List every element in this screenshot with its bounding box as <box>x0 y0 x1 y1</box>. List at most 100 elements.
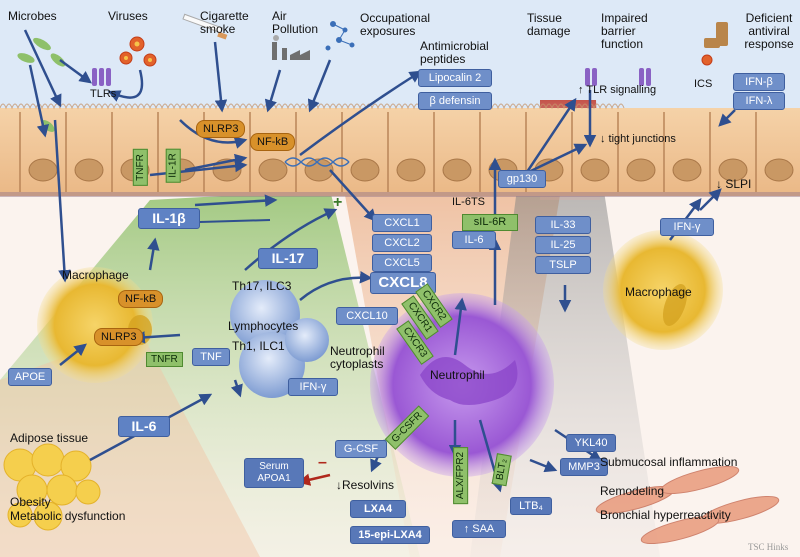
th17-label: Th17, ILC3 <box>232 279 292 293</box>
arrow-ifng-slpi <box>699 188 722 211</box>
lymphocyte-cell-3 <box>285 318 329 362</box>
line-il1b <box>199 219 271 223</box>
nucleus <box>258 158 288 182</box>
arrow-tnf <box>230 379 243 398</box>
lipocalin-box: Lipocalin 2 <box>418 69 492 87</box>
arrow-to-cxcl <box>329 169 377 222</box>
ltb4-box: LTB₄ <box>510 497 552 515</box>
obesity-label: Obesity <box>10 495 51 509</box>
submucosal-label: Submucosal inflammation <box>600 455 738 469</box>
arrow-microbes-tlrs <box>59 58 93 84</box>
nucleus <box>626 158 656 182</box>
tnf-box: TNF <box>192 348 230 366</box>
minus-sign: – <box>318 454 327 471</box>
ifng-box: IFN-γ <box>288 378 338 396</box>
arrow-viruses <box>107 69 144 102</box>
arrow-nfkb-il1b <box>147 237 160 271</box>
arrow-pollution <box>264 69 282 113</box>
macrophage-right-label: Macrophage <box>625 285 692 299</box>
serum-apoa1-box: Serum APOA1 <box>244 458 304 488</box>
arrow-tlr-nfkb <box>179 119 248 149</box>
arrow-gp130-tlr <box>523 97 577 176</box>
epi-lxa4-box: 15-epi-LXA4 <box>350 526 430 544</box>
lymphocytes-label: Lymphocytes <box>228 319 299 333</box>
viruses-label: Viruses <box>108 9 148 23</box>
dna-icon <box>284 157 350 167</box>
nucleus <box>74 158 104 182</box>
signature: TSC Hinks <box>748 542 789 552</box>
arrow-microbes-epi <box>28 64 50 138</box>
nfkb-epi: NF-kB <box>250 133 296 151</box>
impaired-barrier-label: Impaired barrier function <box>601 11 648 51</box>
remodeling-label: Remodeling <box>600 484 665 498</box>
nucleus <box>396 158 426 182</box>
arrow-il1r-nfkb <box>184 153 248 172</box>
cxcl5-box: CXCL5 <box>372 254 432 272</box>
signal-arrows <box>23 29 736 493</box>
cxcl1-box: CXCL1 <box>372 214 432 232</box>
airway-lumen <box>0 0 800 120</box>
ykl40-box: YKL40 <box>566 434 616 452</box>
gcsf-box: G-CSF <box>335 440 387 458</box>
tnfr-macrophage: TNFR <box>146 352 183 367</box>
cigarette-icon <box>182 13 228 40</box>
viruses-icon <box>119 36 157 67</box>
metabolic-label: Metabolic dysfunction <box>10 509 126 523</box>
arrow-cxcl10 <box>453 297 467 356</box>
adipose-label: Adipose tissue <box>10 431 89 445</box>
epithelial-nuclei <box>28 158 794 182</box>
cigarette-smoke-label: Cigarette smoke <box>200 9 249 36</box>
beta-defensin-box: β defensin <box>418 92 492 110</box>
plus-sign: + <box>333 194 343 211</box>
arrow-ifn <box>718 109 736 127</box>
il17-box: IL-17 <box>258 248 318 269</box>
ifng-right-box: IFN-γ <box>660 218 714 236</box>
epithelium-band <box>0 108 800 196</box>
tlr-receptors-icon <box>92 68 651 86</box>
ics-label: ICS <box>694 78 713 90</box>
ics-inhaler-icon <box>701 22 728 66</box>
arrow-apoa1-inhibit <box>297 473 331 486</box>
arrow-apoe <box>59 343 87 366</box>
nucleus <box>718 158 748 182</box>
cxcl2-box: CXCL2 <box>372 234 432 252</box>
apoe-box: APOE <box>8 368 52 386</box>
nlrp3-macrophage: NLRP3 <box>94 328 144 346</box>
il6-box: IL-6 <box>118 416 170 437</box>
macrophage-left-label: Macrophage <box>62 268 129 282</box>
tlr-signalling-label: ↑ TLR signalling <box>578 84 657 96</box>
factory-icon <box>270 35 310 60</box>
nucleus <box>442 158 472 182</box>
mmp3-box: MMP3 <box>560 458 608 476</box>
nucleus <box>580 158 610 182</box>
macrophage-right-cell <box>603 230 723 350</box>
arrow-il1b-up <box>194 194 278 207</box>
arrow-occupational <box>307 59 332 113</box>
neutrophil-label: Neutrophil <box>430 368 485 382</box>
arrow-th17-cxcl8 <box>299 271 373 301</box>
ifn-lambda-box: IFN-λ <box>733 92 785 110</box>
particles-icon <box>325 21 355 51</box>
tnfr-receptor: TNFR <box>132 149 148 186</box>
deficient-antiviral-label: Deficient antiviral response <box>744 11 794 51</box>
air-pollution-label: Air Pollution <box>272 9 319 36</box>
nucleus <box>28 158 58 182</box>
gp130-box: gp130 <box>498 170 546 188</box>
il33-box: IL-33 <box>535 216 591 234</box>
adipose-tissue-icon <box>3 443 101 531</box>
lymphocyte-cell-1 <box>230 280 300 350</box>
nfkb-macrophage: NF-kB <box>118 290 164 308</box>
arrow-microbes-tlr <box>23 29 62 108</box>
ifn-beta-box: IFN-β <box>733 73 785 91</box>
nucleus <box>350 158 380 182</box>
il1r-receptor: IL-1R <box>165 148 181 183</box>
tight-junctions-label: ↓ tight junctions <box>600 133 676 145</box>
nlrp3-epi: NLRP3 <box>196 120 246 138</box>
bronchial-label: Bronchial hyperreactivity <box>600 508 731 522</box>
arrow-microbes-macrophage <box>53 119 71 283</box>
arrow-mmp <box>529 458 558 473</box>
il6ts-label: IL-6TS <box>452 196 486 208</box>
nucleus <box>304 158 334 182</box>
